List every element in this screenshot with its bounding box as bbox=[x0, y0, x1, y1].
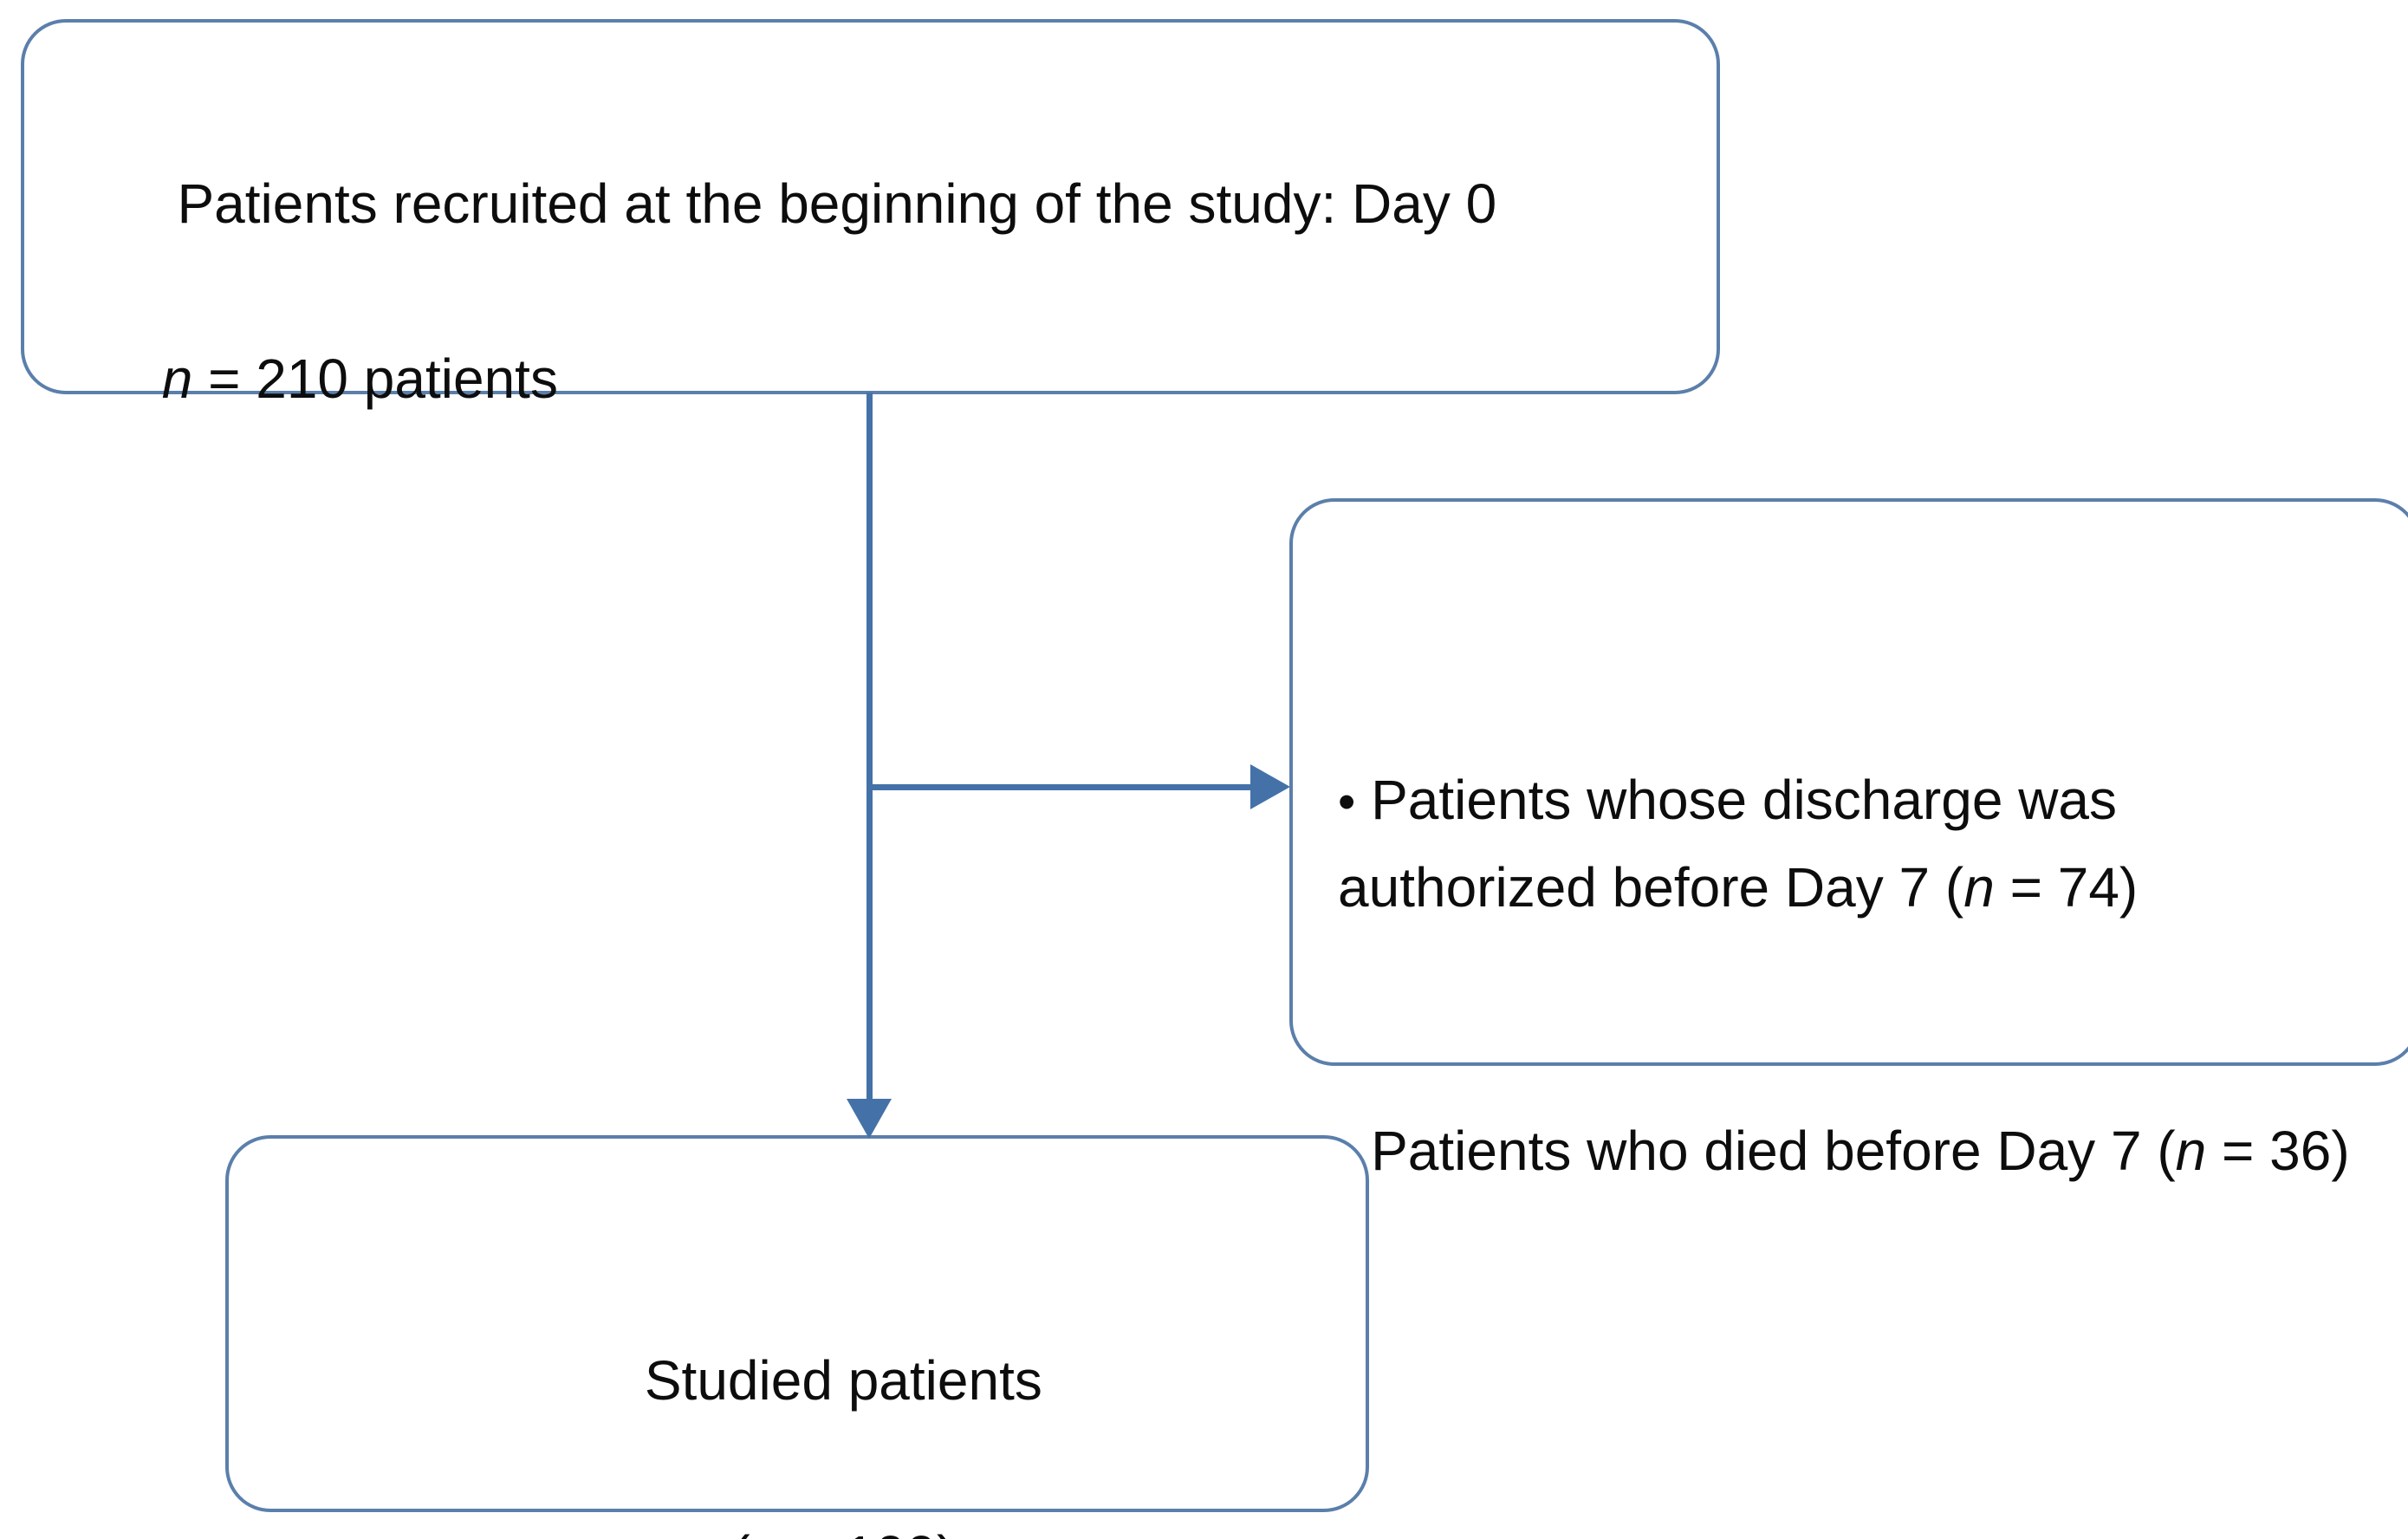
excluded-item-2-n-symbol: n bbox=[2175, 1119, 2207, 1182]
studied-paren-open: ( bbox=[731, 1524, 750, 1539]
recruited-count-text: = 210 patients bbox=[192, 347, 558, 411]
excluded-item-2-text: Patients who died before Day 7 ( bbox=[1371, 1119, 2176, 1182]
arrow-right-icon bbox=[1250, 764, 1290, 809]
studied-count-text: = 100) bbox=[781, 1524, 955, 1539]
connector-recruited-to-excluded bbox=[869, 784, 1250, 790]
excluded-patients-box[interactable]: • Patients whose discharge was authorize… bbox=[1289, 498, 2408, 1182]
studied-line-1: Studied patients bbox=[644, 1349, 1042, 1412]
excluded-list-item-2: • Patients who died before Day 7 (n = 36… bbox=[1338, 1107, 2369, 1195]
studied-patients-box[interactable]: Studied patients (n = 100) bbox=[225, 1135, 1369, 1539]
recruited-n-symbol: n bbox=[161, 347, 193, 411]
excluded-patients-text: • Patients whose discharge was authorize… bbox=[1338, 581, 2369, 1370]
connector-recruited-to-studied bbox=[866, 393, 873, 1119]
studied-patients-text: Studied patients (n = 100) bbox=[229, 1250, 1366, 1539]
recruited-line-1: Patients recruited at the beginning of t… bbox=[161, 172, 1497, 236]
arrow-down-icon bbox=[847, 1099, 892, 1139]
excluded-item-1-count: = 74) bbox=[1994, 856, 2139, 919]
excluded-item-2-count: = 36) bbox=[2206, 1119, 2350, 1182]
studied-n-symbol: n bbox=[750, 1524, 782, 1539]
excluded-list-item-1: • Patients whose discharge was authorize… bbox=[1338, 757, 2369, 932]
recruited-patients-box[interactable]: Patients recruited at the beginning of t… bbox=[21, 19, 1720, 410]
bullet-icon: • bbox=[1338, 774, 1356, 831]
excluded-item-1-n-symbol: n bbox=[1963, 856, 1995, 919]
recruited-patients-text: Patients recruited at the beginning of t… bbox=[69, 73, 1682, 511]
excluded-item-1-text: Patients whose discharge was authorized … bbox=[1338, 769, 2132, 919]
